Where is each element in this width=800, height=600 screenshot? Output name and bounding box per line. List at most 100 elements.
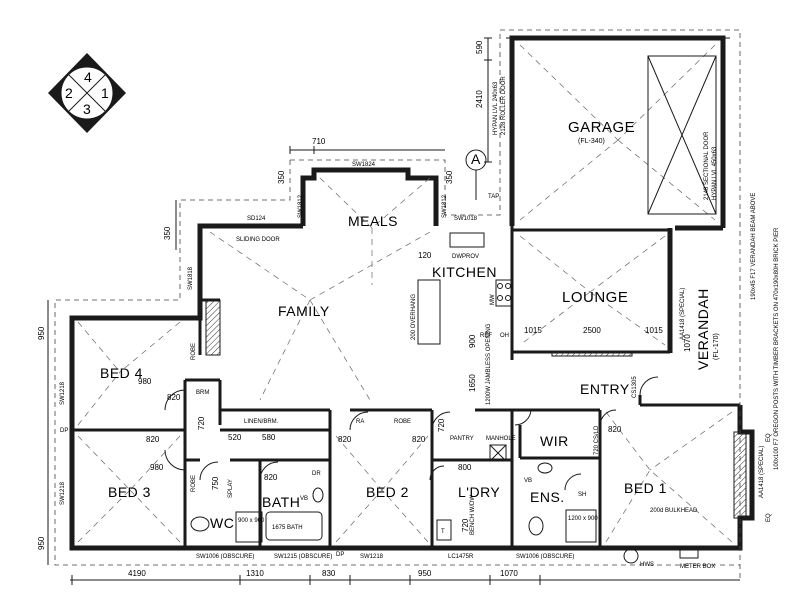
dim-950-b: 950 (37, 536, 46, 550)
window-sw1006-a: SW1006 (OBSCURE) (196, 554, 254, 560)
dim-900: 900 (468, 334, 477, 348)
label-bench: BENCH W/DW (470, 495, 476, 535)
room-label-garage: GARAGE (568, 119, 635, 136)
dim-820-e: 820 (264, 473, 278, 482)
label-dp-2: DP (336, 552, 344, 558)
dim-820-b: 820 (146, 435, 160, 444)
label-cs-ld: 720 CS/LD (594, 425, 600, 455)
label-dw: DW (452, 254, 462, 260)
room-label-lounge: LOUNGE (562, 289, 628, 306)
window-sw1218-c: SW1218 (360, 554, 384, 560)
label-tap: TAP (488, 194, 499, 200)
dim-1070: 1070 (683, 334, 692, 352)
room-label-kitchen: KITCHEN (432, 264, 497, 280)
label-robe-bed4: ROBE (191, 343, 197, 360)
window-sw1218-b: SW1218 (60, 481, 66, 505)
room-label-verandah: VERANDAH (695, 288, 711, 370)
label-manhole: MANHOLE (486, 436, 516, 442)
dim-980-b: 980 (150, 463, 164, 472)
dim-590: 590 (475, 40, 484, 54)
window-sw1818: SW1818 (188, 266, 194, 290)
room-diagonals (77, 44, 733, 543)
label-meter: METER BOX (680, 564, 715, 570)
bathtub (265, 511, 323, 541)
label-overhang: 200 OVERHANG (411, 294, 417, 340)
room-label-ldry: L'DRY (458, 484, 500, 500)
dim-1310: 1310 (246, 569, 264, 578)
room-label-bed3: BED 3 (108, 484, 151, 500)
cooktop (495, 279, 513, 307)
dim-1015-a: 1015 (524, 326, 542, 335)
bath-basin (312, 487, 324, 503)
room-label-family: FAMILY (278, 303, 330, 319)
bath-shower (235, 511, 263, 543)
label-ref: REF (480, 333, 492, 339)
dim-820-d: 820 (412, 435, 426, 444)
label-eq-2: EQ (766, 513, 772, 522)
label-mw: MW (490, 294, 496, 305)
dim-980-a: 980 (138, 377, 152, 386)
dim-720-a: 720 (197, 416, 206, 430)
window-sw1812-a: SW1812 (298, 194, 304, 218)
room-sub-verandah: (FL-170) (713, 333, 720, 360)
label-sliding-door: SLIDING DOOR (236, 237, 280, 243)
dim-950-c: 950 (418, 569, 432, 578)
label-aa-right: AA1418 (SPECIAL) (759, 446, 765, 498)
kitchen-sink (449, 232, 485, 248)
window-sw1812-b: SW1812 (442, 194, 448, 218)
ensuite-shower (565, 509, 597, 543)
label-eq-1: EQ (766, 433, 772, 442)
compass-number-4: 4 (84, 69, 92, 85)
dim-820-a: 820 (167, 393, 181, 402)
dim-120: 120 (418, 251, 432, 260)
room-label-bed1: BED 1 (624, 480, 667, 496)
ensuite-toilet (528, 516, 544, 536)
room-label-ens: ENS. (530, 489, 565, 505)
compass-number-1: 1 (101, 85, 109, 101)
window-sw1006-b: SW1006 (OBSCURE) (516, 554, 574, 560)
dim-820-f: 820 (608, 425, 622, 434)
dim-350-a: 350 (277, 170, 286, 184)
label-cs: CS1305 (632, 376, 638, 398)
dim-1650: 1650 (468, 374, 477, 392)
dim-580: 580 (262, 433, 276, 442)
dim-750: 750 (211, 476, 220, 490)
door-swings (164, 376, 659, 491)
kitchen-island (417, 279, 441, 345)
label-t: T (441, 529, 445, 535)
ensuite-basin (537, 462, 553, 474)
window-sw1218-a: SW1218 (60, 381, 66, 405)
dim-2500: 2500 (583, 326, 601, 335)
compass-number-3: 3 (83, 101, 91, 117)
label-dr: DR (312, 471, 321, 477)
room-sub-garage: (FL-340) (578, 138, 605, 145)
dim-720-c: 720 (461, 518, 470, 532)
label-hypan-450: HYPAN LVL 450x63 (712, 146, 718, 200)
hatched-wall-lounge (551, 350, 633, 357)
room-label-bed2: BED 2 (366, 484, 409, 500)
room-label-bath: BATH (262, 494, 300, 510)
room-label-meals: MEALS (348, 213, 398, 229)
label-bulkhead: 200d BULKHEAD (650, 508, 698, 514)
meter-box (679, 549, 699, 559)
label-linen: LINEN/BRM. (244, 419, 279, 425)
label-ra: RA (356, 419, 364, 425)
window-sd124: SD124 (247, 216, 266, 222)
window-sw1018: SW1018 (454, 216, 478, 222)
hot-water-system (623, 548, 639, 564)
dim-820-c: 820 (338, 435, 352, 444)
label-posts: 100x100 F7 OREGON POSTS WITH TIMBER BRAC… (774, 227, 780, 470)
label-vb-ens: VB (524, 478, 532, 484)
window-sw1824: SW1824 (352, 162, 376, 168)
external-walls (69, 35, 755, 551)
label-pantry: PANTRY (450, 436, 474, 442)
label-prov: PROV (462, 254, 479, 260)
dim-350-c: 350 (163, 226, 172, 240)
dim-720-b: 720 (437, 418, 446, 432)
dim-950-a: 950 (37, 326, 46, 340)
room-label-entry: ENTRY (580, 381, 630, 397)
label-roller-door: 2128 ROLLER DOOR (501, 76, 507, 135)
label-robe-bed2: ROBE (394, 419, 411, 425)
garage-sectional-door-outline (647, 55, 717, 215)
label-verandah-beam: 190x45 F17 VERANDAH BEAM ABOVE (751, 193, 757, 300)
